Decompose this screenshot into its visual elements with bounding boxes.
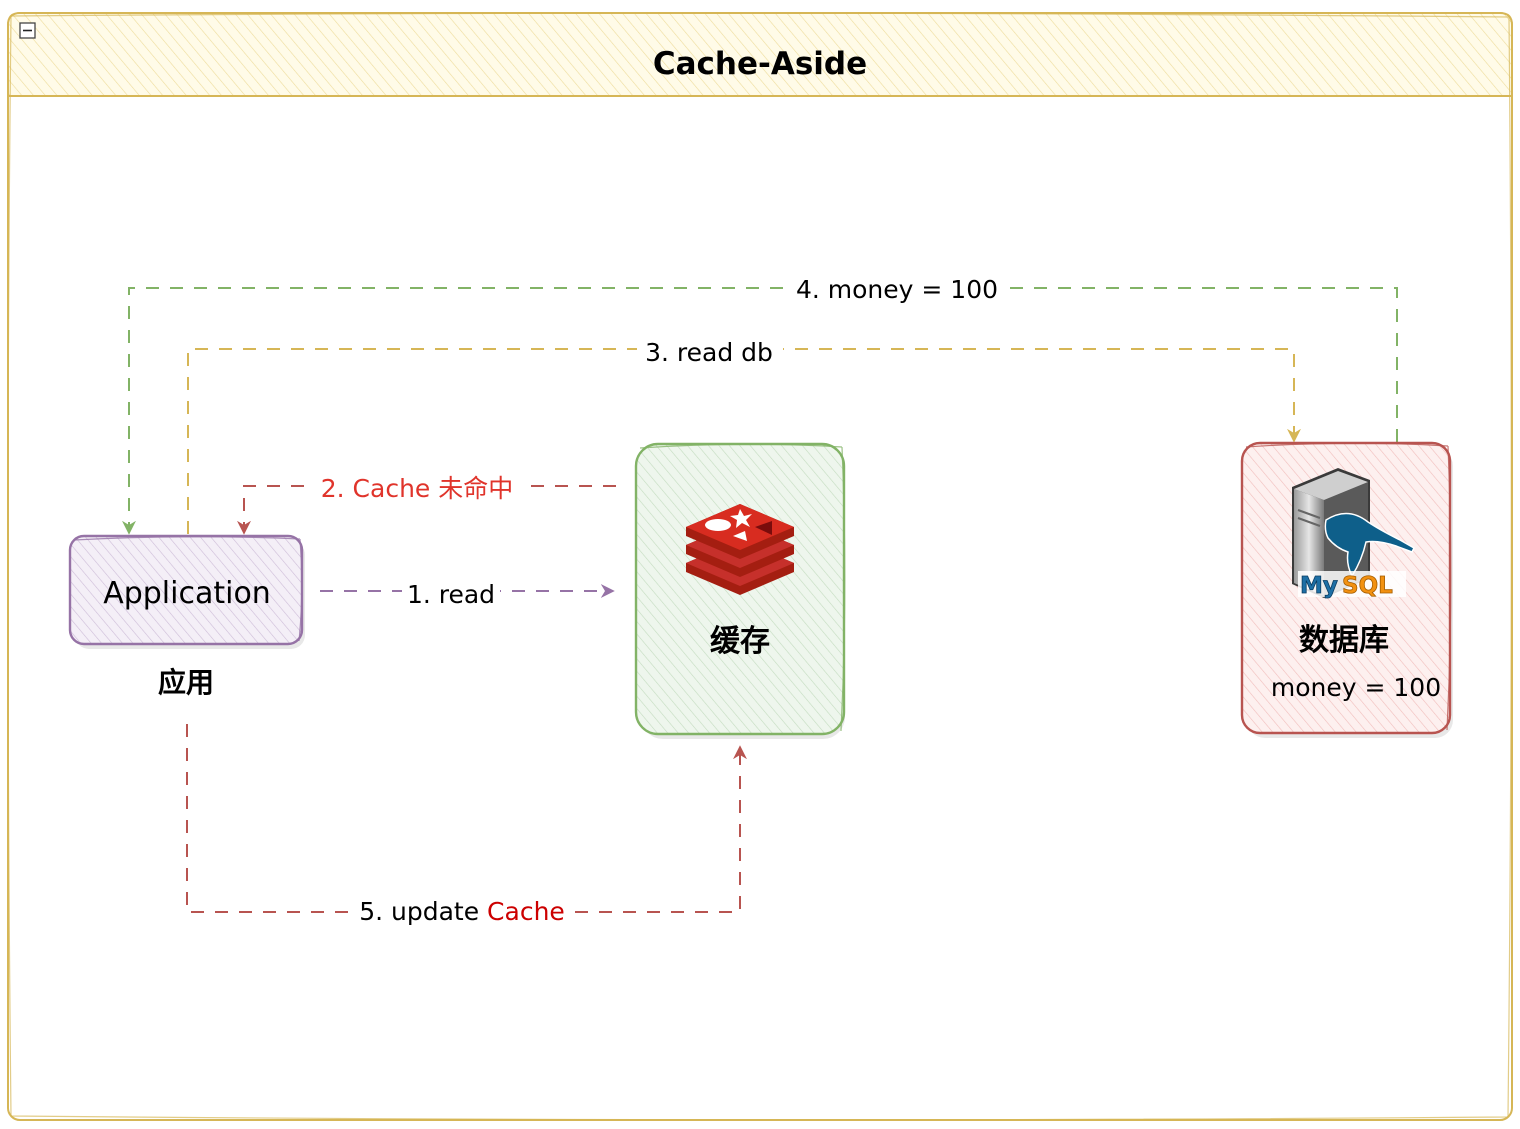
redis-icon [686, 504, 794, 595]
cache-node[interactable]: 缓存 [634, 442, 846, 739]
container-border-sketch [7, 12, 1512, 1121]
database-value: money = 100 [1271, 673, 1441, 702]
edge-db-return-label: 4. money = 100 [796, 275, 998, 304]
application-caption: 应用 [158, 666, 214, 699]
mysql-server-icon: My SQL [1292, 468, 1415, 599]
application-label: Application [103, 576, 271, 611]
edge-cache-miss-label: 2. Cache 未命中 [321, 474, 514, 503]
edge-read[interactable]: 1. read [320, 578, 615, 609]
edge-update-cache[interactable]: 5. update Cache [186, 724, 747, 927]
svg-text:SQL: SQL [1342, 573, 1393, 599]
edge-update-cache-highlight: Cache [487, 897, 565, 926]
edge-db-return[interactable]: 4. money = 100 [122, 273, 1398, 535]
edge-db-return-line[interactable] [122, 287, 1398, 535]
edge-update-cache-prefix: 5. update [359, 897, 487, 926]
application-node[interactable]: Application [68, 534, 305, 649]
edge-cache-miss[interactable]: 2. Cache 未命中 [237, 470, 616, 535]
database-node[interactable]: My SQL 数据库 money = 100 [1240, 441, 1453, 738]
edge-update-cache-label: 5. update Cache [359, 897, 565, 926]
edge-read-label: 1. read [407, 580, 495, 609]
database-label: 数据库 [1299, 623, 1389, 658]
container-title: Cache-Aside [653, 46, 867, 82]
edge-read-db-label: 3. read db [645, 338, 773, 367]
edge-read-db[interactable]: 3. read db [187, 336, 1301, 534]
mysql-logo-wordmark: My [1300, 573, 1338, 599]
collapse-button[interactable] [19, 22, 36, 39]
cache-label: 缓存 [710, 624, 770, 659]
